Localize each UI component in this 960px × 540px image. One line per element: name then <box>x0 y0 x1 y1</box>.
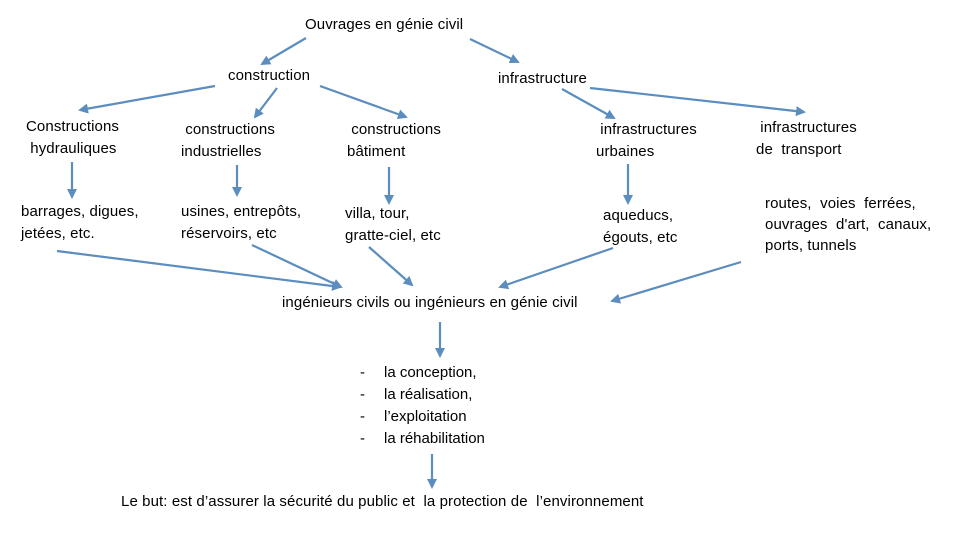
category-batiment: constructions bâtiment <box>347 121 441 160</box>
role-text: la réalisation, <box>384 386 473 403</box>
role-dash: - <box>360 430 365 447</box>
category-urbaines: infrastructures urbaines <box>596 121 697 160</box>
role-text: la réhabilitation <box>384 430 485 447</box>
arrow-transport-to-actors <box>610 260 742 304</box>
examples-urbaines: aqueducs, égouts, etc <box>603 207 678 246</box>
arrow-construction-to-hydrauliques <box>78 84 216 114</box>
examples-hydrauliques: barrages, digues, jetées, etc. <box>21 203 139 242</box>
role-item: - la réalisation, <box>360 384 485 406</box>
arrow-batiment-to-actors <box>368 246 414 287</box>
category-hydrauliques: Constructions hydrauliques <box>26 118 120 157</box>
category-transport: infrastructures de transport <box>756 119 857 158</box>
goal-statement: Le but: est d’assurer la sécurité du pub… <box>121 493 644 510</box>
arrow-hydrauliques-to-actors <box>56 249 342 291</box>
roles-list: - la conception, - la réalisation, - l’expl… <box>360 362 485 450</box>
examples-industrielles: usines, entrepôts, réservoirs, etc <box>181 203 302 242</box>
role-item: - l’exploitation <box>360 406 485 428</box>
examples-transport: routes, voies ferrées, ouvrages d'art, c… <box>765 195 932 254</box>
role-item: - la conception, <box>360 362 485 384</box>
role-item: - la réhabilitation <box>360 428 485 450</box>
arrow-infrastructure-to-urbaines <box>561 88 616 119</box>
arrow-title-to-infrastructure <box>469 38 520 64</box>
role-text: la conception, <box>384 364 477 381</box>
arrow-infrastructure-to-transport <box>589 86 806 117</box>
arrow-construction-to-batiment <box>319 84 408 119</box>
arrow-construction-to-industrielles <box>253 87 278 119</box>
role-dash: - <box>360 408 365 425</box>
branch-construction: construction <box>228 67 311 84</box>
examples-batiment: villa, tour, gratte-ciel, etc <box>345 205 441 244</box>
diagram-title: Ouvrages en génie civil <box>305 16 464 33</box>
branch-infrastructure: infrastructure <box>498 70 587 87</box>
role-text: l’exploitation <box>384 408 467 425</box>
arrow-title-to-construction <box>260 37 307 66</box>
actors-label: ingénieurs civils ou ingénieurs en génie… <box>282 294 578 311</box>
category-industrielles: constructions industrielles <box>181 121 275 160</box>
arrow-industrielles-to-actors <box>251 244 343 289</box>
arrow-urbaines-to-actors <box>498 246 614 290</box>
role-dash: - <box>360 364 365 381</box>
role-dash: - <box>360 386 365 403</box>
